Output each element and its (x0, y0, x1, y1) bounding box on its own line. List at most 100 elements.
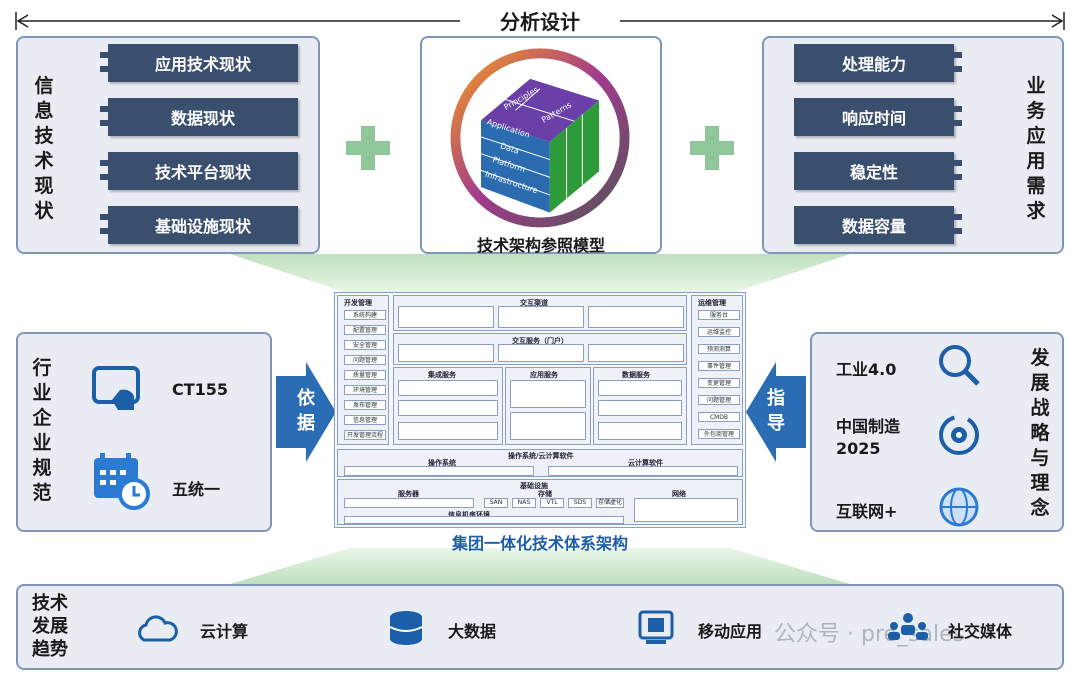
datacenter-title: 信息机房环境 (448, 511, 490, 519)
dev-item[interactable]: 发布管理 (344, 400, 386, 410)
strategy-title: 发展战略与理念 (1030, 347, 1050, 519)
server-box (344, 498, 474, 508)
need-item-label: 数据容量 (841, 217, 906, 236)
industry-standards-title: 行业企业规范 (32, 357, 52, 504)
dev-item[interactable]: 配置管理 (344, 325, 386, 335)
business-needs-panel: 处理能力 响应时间 稳定性 数据容量 业务应用需求 (762, 36, 1064, 254)
need-item-response[interactable]: 响应时间 (794, 98, 962, 136)
channel-box (588, 306, 684, 328)
dev-item[interactable]: 安全管理 (344, 340, 386, 350)
basis-arrow-label: 依据 (297, 388, 315, 434)
reference-model-caption: 技术架构参照模型 (476, 236, 605, 255)
ops-item[interactable]: 变更管理 (698, 378, 740, 388)
business-needs-title: 业务应用需求 (1026, 75, 1046, 222)
funnel-shade-top (230, 254, 850, 294)
os-cloud-title: 操作系统/云计算软件 (508, 452, 574, 460)
ops-item[interactable]: 外包商管理 (698, 429, 740, 439)
service-box (398, 400, 498, 416)
portal-box (498, 344, 584, 362)
integration-service-block: 集成服务 (393, 367, 503, 445)
status-item-label: 数据现状 (170, 109, 235, 128)
service-box (598, 400, 682, 416)
reference-model-panel: Principles Patterns Application Data Pla… (420, 36, 662, 255)
service-box (510, 380, 586, 408)
trend-item-label: 大数据 (448, 622, 497, 641)
dev-item[interactable]: 质量管理 (344, 370, 386, 380)
dev-item[interactable]: 问题管理 (344, 355, 386, 365)
analysis-design-title: 分析设计 (460, 6, 620, 35)
trend-item-label: 社交媒体 (948, 622, 1013, 641)
ops-item[interactable]: 预测测算 (698, 344, 740, 354)
cloud-box (548, 466, 738, 476)
industry-standards-panel: 行业企业规范 CT155 五统一 (16, 332, 272, 532)
status-item-label: 应用技术现状 (154, 55, 251, 74)
ops-item[interactable]: 问题管理 (698, 395, 740, 405)
os-box (344, 466, 534, 476)
status-item-data[interactable]: 数据现状 (100, 98, 298, 136)
status-item-platform[interactable]: 技术平台现状 (100, 152, 298, 190)
status-item-label: 技术平台现状 (154, 163, 251, 182)
calendar-clock-icon (94, 453, 150, 510)
service-box (398, 380, 498, 396)
portal-box (588, 344, 684, 362)
data-service-title: 数据服务 (622, 371, 650, 379)
network-box (634, 498, 738, 522)
dev-item[interactable]: 信息管理 (344, 415, 386, 425)
application-service-title: 应用服务 (530, 371, 558, 379)
strategy-item-label: 工业4.0 (836, 360, 897, 379)
strategy-item-label: 互联网+ (836, 502, 898, 521)
gear-cycle-icon (939, 415, 979, 455)
os-title: 操作系统 (428, 459, 456, 467)
reference-model-cube (450, 48, 630, 228)
dev-item[interactable]: 系统构建 (344, 310, 386, 320)
globe-icon (939, 487, 979, 527)
tech-trends-title: 技术发展趋势 (32, 593, 68, 660)
trend-item-label: 云计算 (200, 622, 249, 641)
portal-title: 交互服务（门户） (512, 337, 568, 345)
portal-box (398, 344, 494, 362)
need-item-stability[interactable]: 稳定性 (794, 152, 962, 190)
storage-item: SDS (568, 498, 592, 508)
plus-icon (690, 126, 734, 170)
dev-item[interactable]: 开发管理流程 (344, 430, 386, 440)
storage-item: NAS (512, 498, 536, 508)
architecture-caption: 集团一体化技术体系架构 (451, 534, 628, 553)
ops-item[interactable]: 服务台 (698, 310, 740, 320)
dev-item[interactable]: 环境管理 (344, 385, 386, 395)
magnifier-icon (939, 345, 980, 386)
ops-item[interactable]: 事件管理 (698, 361, 740, 371)
channel-box (398, 306, 494, 328)
data-service-block: 数据服务 (593, 367, 687, 445)
server-title: 服务器 (398, 490, 419, 498)
storage-title: 存储 (538, 490, 552, 498)
basis-arrow (276, 362, 336, 462)
need-item-label: 处理能力 (841, 55, 906, 74)
guide-arrow-label: 指导 (767, 388, 785, 434)
it-status-panel: 信息技术现状 应用技术现状 数据现状 技术平台现状 基础设施现状 (16, 36, 320, 254)
touch-screen-icon (92, 366, 140, 410)
dev-management-column: 开发管理 系统构建 配置管理 安全管理 问题管理 质量管理 环境管理 发布管理 … (337, 295, 389, 445)
integration-service-title: 集成服务 (428, 371, 456, 379)
status-item-infrastructure[interactable]: 基础设施现状 (100, 206, 298, 244)
mobile-app-icon (638, 610, 674, 644)
cloud-icon (138, 615, 178, 642)
status-item-application[interactable]: 应用技术现状 (100, 44, 298, 82)
guide-arrow (746, 362, 806, 462)
plus-icon (346, 126, 390, 170)
application-service-block: 应用服务 (505, 367, 591, 445)
social-media-icon (888, 613, 928, 640)
service-box (398, 422, 498, 440)
watermark: 公众号 · pre_sales (774, 622, 965, 647)
tech-trends-panel: 技术发展趋势 云计算 大数据 移动应用 公众号 · pre_sales 社交媒体 (16, 584, 1064, 670)
need-item-label: 稳定性 (849, 163, 898, 182)
ops-management-column: 运维管理 服务台 运维监控 预测测算 事件管理 变更管理 问题管理 CMDB 外… (691, 295, 743, 445)
need-item-capacity[interactable]: 数据容量 (794, 206, 962, 244)
service-box (598, 380, 682, 396)
os-cloud-block: 操作系统/云计算软件 操作系统 云计算软件 (337, 449, 743, 477)
ops-item[interactable]: CMDB (698, 412, 740, 422)
need-item-processing[interactable]: 处理能力 (794, 44, 962, 82)
standard-item-label: 五统一 (172, 480, 221, 499)
portal-block: 交互服务（门户） (393, 333, 687, 365)
ops-item[interactable]: 运维监控 (698, 327, 740, 337)
need-item-label: 响应时间 (841, 109, 906, 128)
